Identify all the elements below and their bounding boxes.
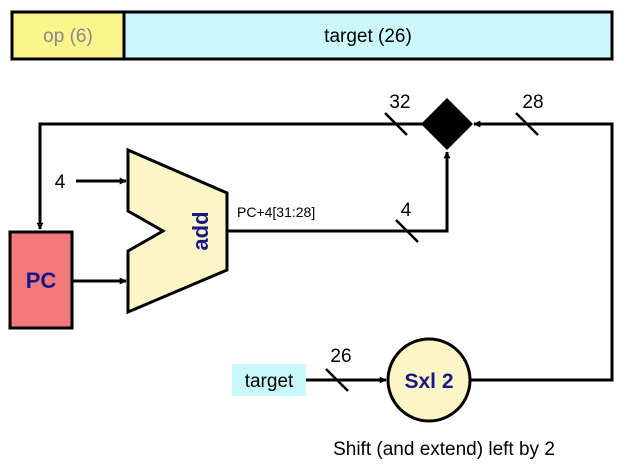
pc-box	[8, 230, 74, 330]
adder-label: add	[188, 211, 213, 250]
shifter-caption: Shift (and extend) left by 2	[333, 439, 555, 460]
bus-slash-32	[384, 112, 408, 136]
bus-slash-26	[325, 368, 349, 392]
adder: add	[126, 147, 229, 315]
pc-label: PC	[26, 268, 57, 293]
bus-width-4: 4	[401, 200, 412, 221]
wire-concat-to-pc	[36, 122, 425, 230]
shifter-label: Sxl 2	[404, 370, 453, 393]
target-field-label: target (26)	[324, 26, 412, 47]
bus-width-26: 26	[330, 346, 351, 367]
target-input-label: target	[245, 371, 294, 392]
target-input-chip	[232, 364, 306, 396]
wire-adder-to-concat	[227, 151, 451, 233]
op-field-box	[10, 10, 126, 61]
target-field-box	[122, 10, 614, 61]
wire-shifter-to-concat	[470, 120, 614, 382]
pc-register: PC	[8, 230, 74, 330]
instruction-format: op (6) target (26)	[10, 10, 614, 61]
wires	[36, 120, 614, 384]
bus-slash-4	[395, 219, 419, 243]
adder-shape	[126, 147, 229, 315]
concat-diamond	[421, 98, 473, 150]
bus-width-28: 28	[522, 92, 543, 113]
adder-const-input: 4	[55, 172, 66, 193]
adder-output-label: PC+4[31:28]	[237, 204, 315, 220]
bus-width-marks	[325, 112, 539, 392]
bus-width-32: 32	[389, 92, 410, 113]
bus-slash-28	[515, 112, 539, 136]
shifter-circle	[386, 337, 472, 423]
shifter: Sxl 2	[386, 337, 472, 423]
op-field-label: op (6)	[43, 26, 93, 47]
